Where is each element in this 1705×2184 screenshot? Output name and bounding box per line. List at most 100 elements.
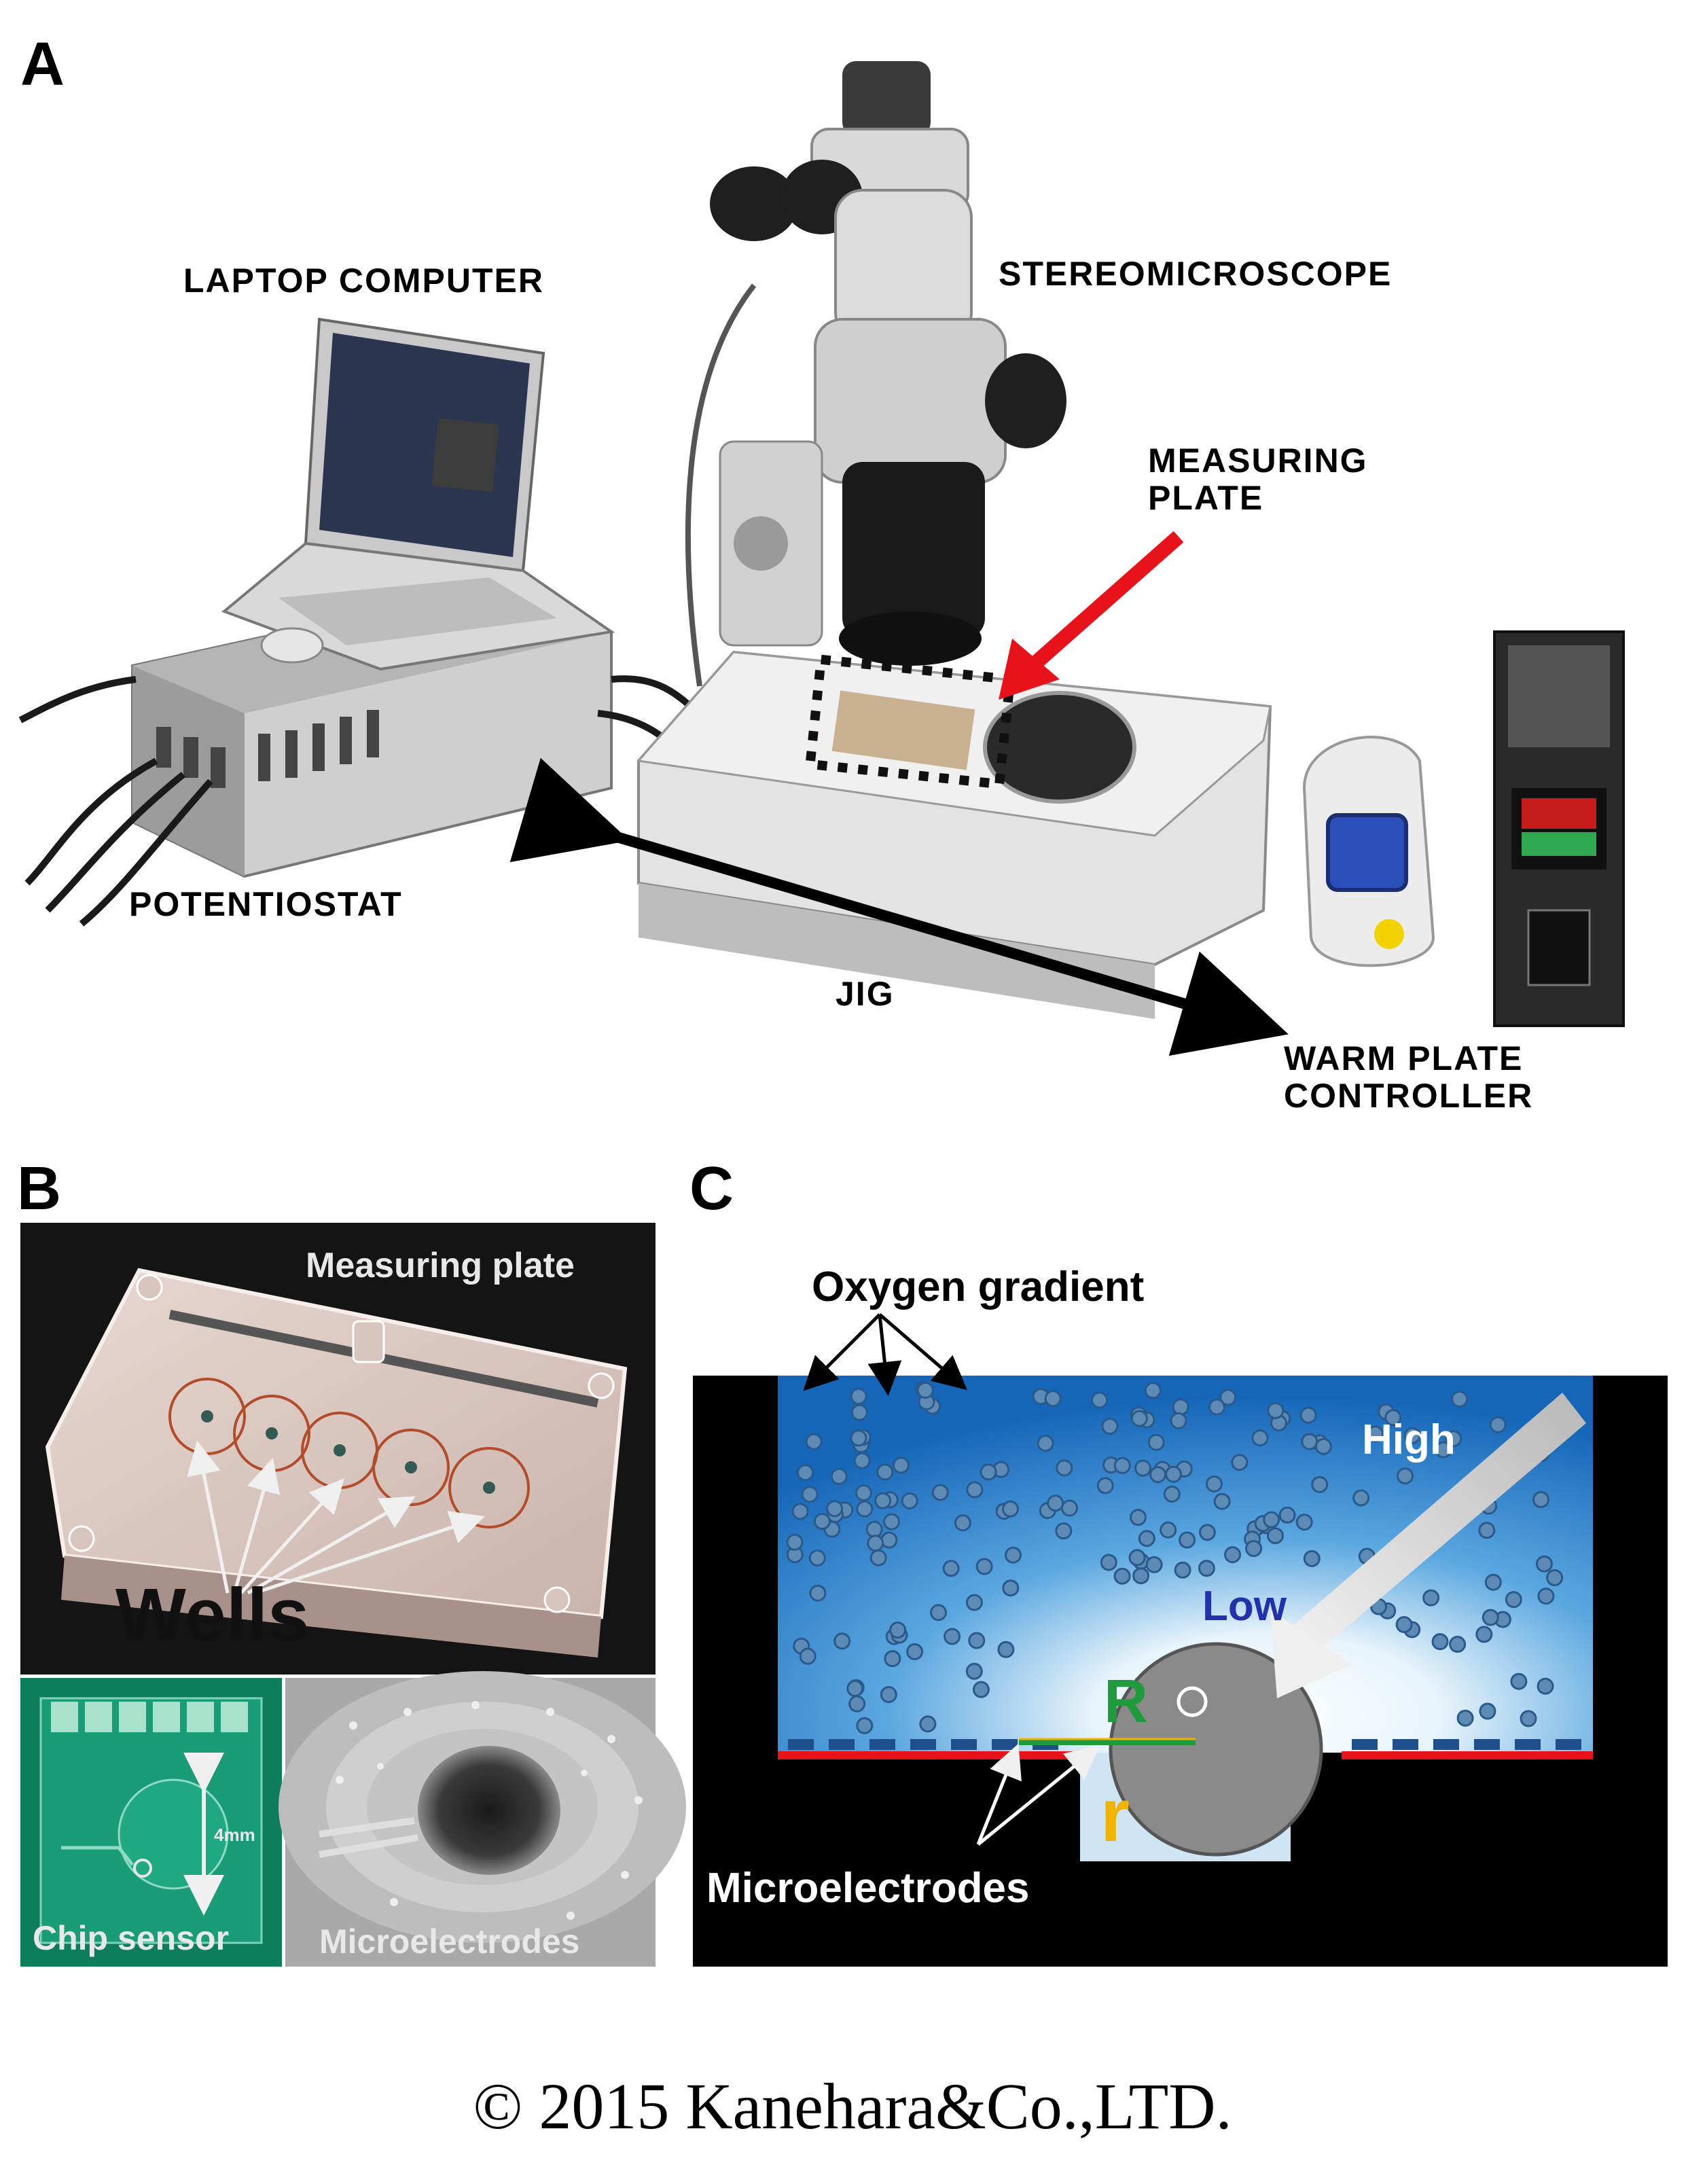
oxygen-molecule [892,1456,910,1474]
chip-sensor-label: Chip sensor [33,1919,229,1957]
oxygen-molecule [1263,1511,1280,1528]
warm-plate-label-line2: CONTROLLER [1284,1077,1533,1115]
oxygen-molecule [1537,1677,1554,1695]
oxygen-molecule [944,1628,961,1645]
oxygen-molecule [1303,1550,1321,1567]
oxygen-molecule [850,1403,868,1421]
oxygen-molecule [1061,1499,1078,1517]
oxygen-molecule [1163,1485,1181,1503]
oxygen-molecule [869,1549,887,1567]
oxygen-molecule [1138,1530,1155,1547]
oxygen-molecule [1149,1466,1167,1484]
oxygen-molecule [856,1500,874,1518]
oxygen-molecule [1047,1494,1064,1512]
oxygen-molecule [1245,1540,1263,1557]
oxygen-molecule [1278,1506,1296,1524]
oxygen-molecule [1267,1527,1284,1545]
panel-b-letter: B [17,1155,61,1223]
oxygen-molecule [1002,1500,1019,1518]
panel-c-letter: C [689,1155,734,1223]
oxygen-molecule [1532,1491,1549,1508]
wells-arrows [187,1440,485,1595]
oxygen-molecule [1299,1406,1317,1424]
oxygen-molecule [1091,1391,1109,1409]
oxygen-molecule [997,1641,1015,1658]
oxygen-molecule [1113,1456,1131,1474]
oxygen-molecule [808,1550,826,1567]
oxygen-molecule [1505,1591,1522,1609]
panel-a-letter: A [20,31,65,99]
measuring-plate-label-line2: PLATE [1148,479,1263,517]
oxygen-molecule [1170,1412,1187,1429]
oxygen-molecule [906,1643,924,1660]
oxygen-molecule [1100,1554,1117,1571]
oxygen-molecule [1096,1477,1114,1494]
panel-b: B [17,1155,686,1967]
oxygen-molecule [930,1604,947,1622]
measuring-plate-photo-label: Measuring plate [306,1246,575,1285]
oxygen-molecule [1445,1430,1462,1448]
oxygen-molecule [1172,1398,1189,1416]
oxygen-molecule [1489,1416,1507,1433]
sample-sphere [1109,1642,1323,1857]
oxygen-molecule [805,1433,823,1450]
oxygen-molecule [1367,1425,1384,1443]
laptop-computer [221,317,615,671]
jig-double-arrow [509,757,1289,1056]
oxygen-molecule [1213,1492,1231,1510]
copyright-notice: © 2015 Kanehara&Co.,LTD. [473,2070,1232,2143]
oxygen-molecule [856,1717,874,1734]
r-lower-marker: r [1100,1774,1130,1857]
oxygen-molecule [919,1715,937,1733]
oxygen-molecule [830,1467,848,1485]
sample-center-marker [1177,1686,1208,1717]
oxygen-molecule [972,1681,990,1698]
oxygen-molecule [1478,1522,1496,1539]
oxygen-molecule [799,1647,816,1665]
oxygen-molecule [954,1514,971,1532]
oxygen-molecule [980,1463,997,1481]
oxygen-molecule [1224,1546,1241,1564]
oxygen-molecule [865,1520,883,1538]
oxygen-molecule [1384,1409,1402,1427]
oxygen-molecule [975,1558,993,1575]
oxygen-molecule [848,1695,866,1713]
oxygen-molecule [1314,1437,1332,1455]
oxygen-molecule [884,1650,901,1668]
jig-stage [636,650,1272,1019]
oxygen-molecule [797,1464,814,1482]
oxygen-molecule [931,1484,949,1501]
oxygen-molecule [855,1484,872,1502]
oxygen-molecule [1198,1524,1216,1541]
oxygen-molecule [1311,1475,1329,1493]
oxygen-molecule [1295,1514,1313,1531]
warm-plate-label-line1: WARM PLATE [1284,1039,1523,1077]
oxygen-molecule [791,1503,809,1520]
oxygen-molecule [850,1429,867,1447]
oxygen-molecule [1520,1710,1537,1727]
oxygen-molecule [1397,1467,1414,1485]
oxygen-molecule [867,1535,884,1552]
oxygen-molecule [1037,1435,1054,1452]
oxygen-molecule [916,1382,934,1399]
oxygen-molecule [1537,1588,1555,1605]
oxygen-molecule [1144,1382,1162,1399]
oxygen-molecule [1475,1626,1493,1643]
oxygen-molecule [1101,1418,1119,1435]
stereomicroscope-device [685,61,1066,687]
oxygen-molecule [1002,1579,1020,1597]
oxygen-molecule [942,1560,960,1577]
oxygen-molecule [1251,1429,1269,1447]
laptop-computer-label: LAPTOP COMPUTER [183,262,544,300]
oxygen-molecule [826,1500,844,1518]
oxygen-molecule [1231,1454,1249,1471]
oxygen-molecule [853,1452,871,1469]
oxygen-molecule [1130,1509,1147,1526]
oxygen-molecule [850,1388,867,1405]
oxygen-molecule [1449,1636,1467,1653]
oxygen-molecule [846,1680,864,1697]
oxygen-molecule [1510,1672,1528,1690]
warm-plate-controller-device [1302,630,1625,1027]
oxygen-molecule [1301,1433,1318,1450]
